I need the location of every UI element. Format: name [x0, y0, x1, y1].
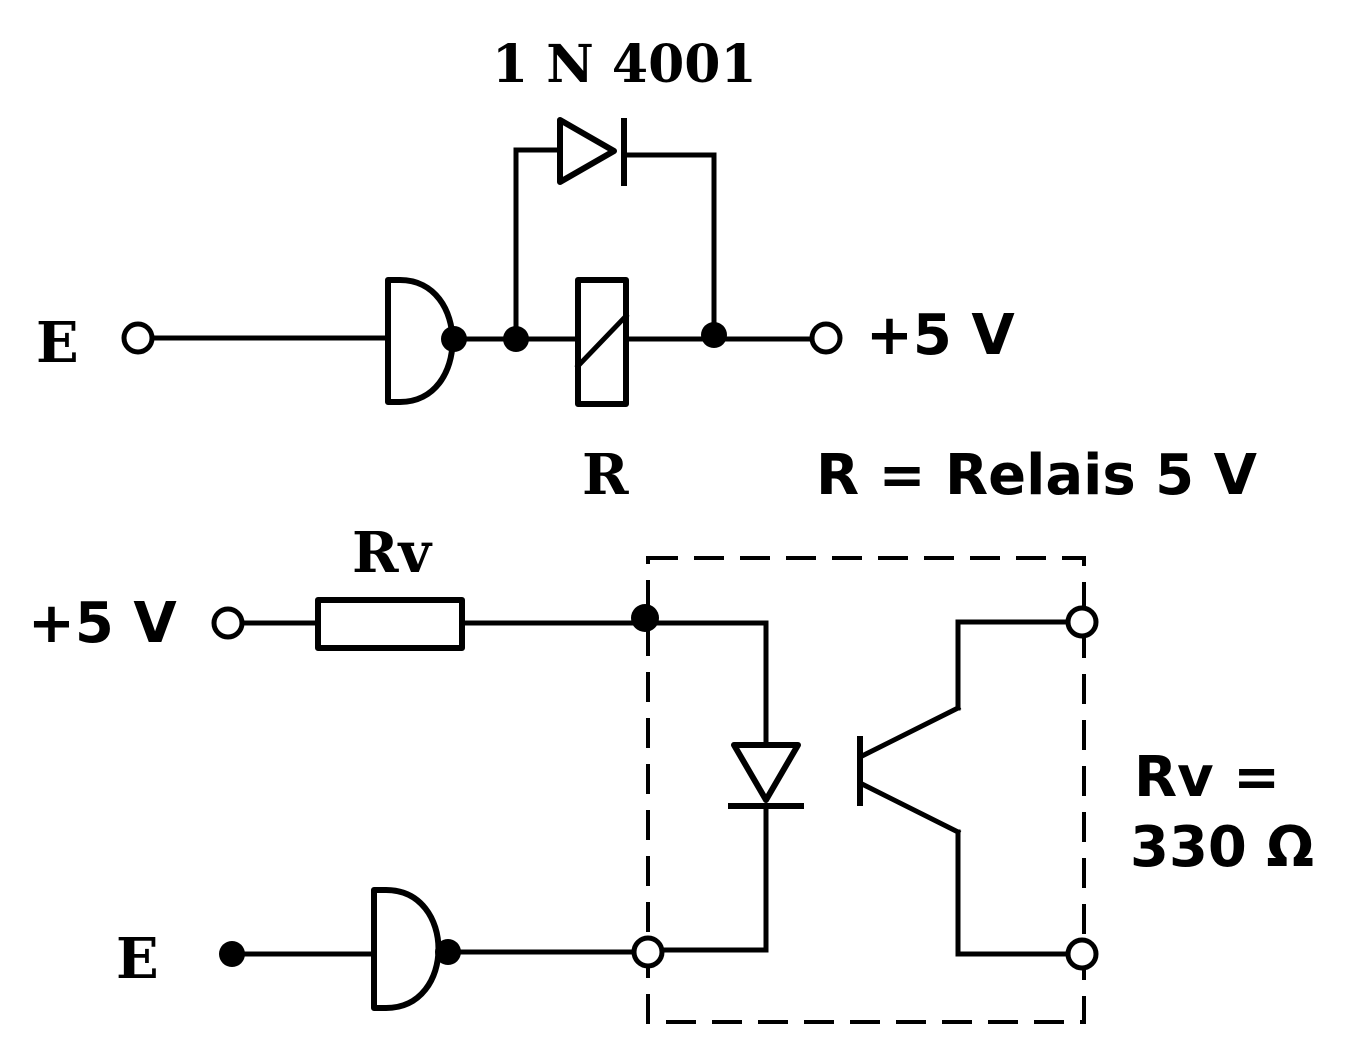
relay-label: R — [582, 442, 629, 508]
phototransistor-collector — [858, 704, 962, 760]
resistor-label: Rv — [352, 520, 433, 586]
junction-dot — [503, 326, 529, 352]
diode-part-label: 1 N 4001 — [492, 34, 757, 95]
diode-left-lead — [513, 147, 563, 342]
supply-terminal-top — [809, 321, 843, 355]
collector-lead — [955, 619, 1071, 711]
phototransistor-emitter — [858, 780, 962, 836]
relay-note: R = Relais 5 V — [816, 443, 1258, 508]
emitter-lead — [955, 829, 1071, 957]
flyback-diode — [557, 117, 617, 185]
optocoupler-circuit: Rv +5 V E Rv = 330 Ω — [28, 520, 1314, 1024]
relay-driver-circuit: E 1 N 4001 +5 V R R = Relais 5 V — [36, 34, 1258, 508]
supply-terminal-bottom — [211, 606, 245, 640]
resistor-value-line1: Rv = — [1134, 745, 1280, 810]
junction-dot — [701, 322, 727, 348]
nand-gate-bottom — [371, 887, 442, 1011]
input-terminal-top — [121, 321, 155, 355]
supply-label-bottom: +5 V — [28, 591, 177, 656]
supply-label-top: +5 V — [866, 303, 1015, 368]
nand-output-bubble-bottom — [435, 939, 461, 965]
collector-terminal — [1065, 605, 1099, 639]
diode-right-lead — [621, 152, 717, 342]
input-label-top: E — [36, 310, 79, 376]
emitter-terminal — [1065, 937, 1099, 971]
nand-output-bubble-top — [441, 326, 467, 352]
resistor-value-line2: 330 Ω — [1130, 815, 1314, 880]
junction-dot — [631, 604, 659, 632]
series-resistor-rv — [315, 597, 465, 651]
optocoupler-package — [646, 556, 1086, 1024]
package-pin — [631, 935, 665, 969]
led-to-gate-wire — [647, 803, 769, 953]
resistor-to-led-wire — [459, 620, 769, 748]
relay-coil-slash — [574, 312, 630, 370]
input-label-bottom: E — [116, 926, 159, 992]
relay-coil — [575, 277, 629, 407]
led-diode — [731, 742, 801, 803]
